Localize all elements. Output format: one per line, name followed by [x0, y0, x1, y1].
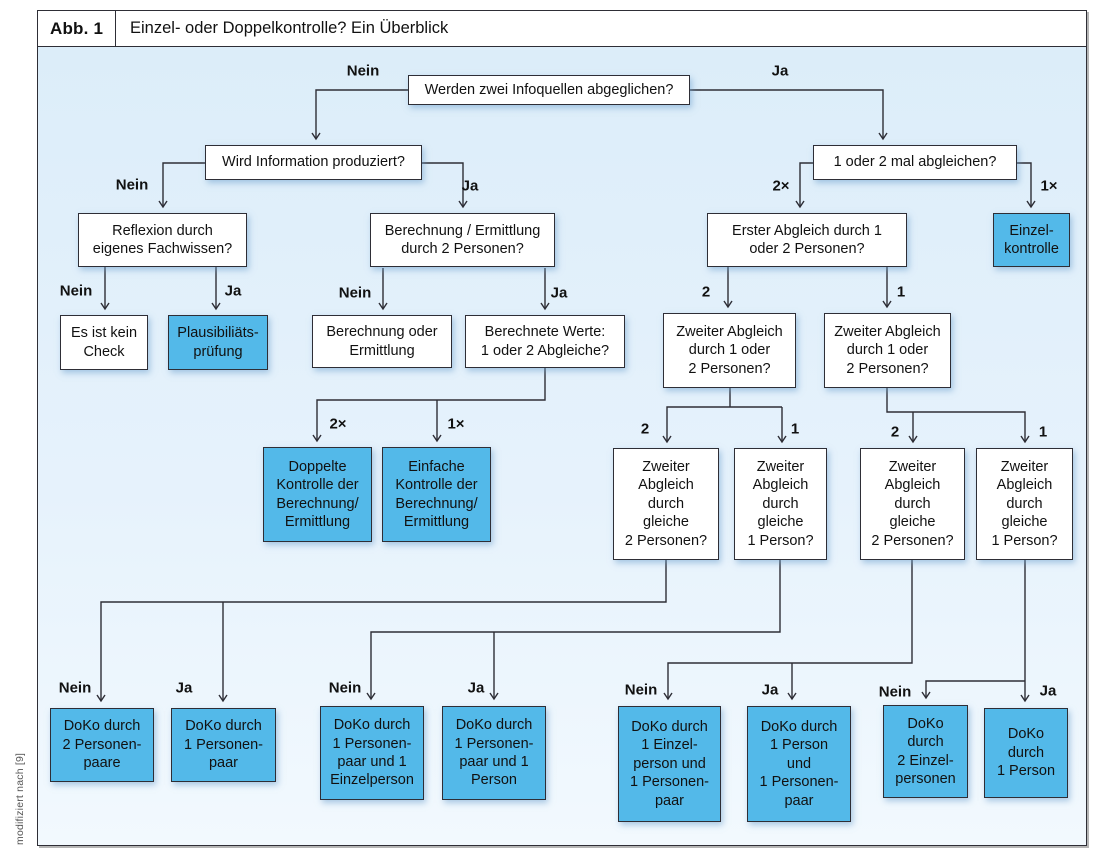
edge-label-1x: 1×	[447, 415, 465, 433]
edge-label-2x: 2×	[772, 177, 790, 195]
node-doko-2-einzelpersonen: DoKo durch 2 Einzel- personen	[883, 705, 968, 798]
edge-label-nein: Nein	[58, 679, 92, 697]
node-gleiche-2-personen-frage-links: Zweiter Abgleich durch gleiche 2 Persone…	[613, 448, 719, 560]
edge-label-nein: Nein	[338, 284, 372, 302]
node-doko-paar-und-einzelperson: DoKo durch 1 Personen- paar und 1 Einzel…	[320, 706, 424, 800]
node-doppelte-kontrolle: Doppelte Kontrolle der Berechnung/ Ermit…	[263, 447, 372, 542]
figure-title: Einzel- oder Doppelkontrolle? Ein Überbl…	[130, 19, 449, 37]
edge-label-ja: Ja	[761, 681, 779, 699]
node-doko-1-personenpaar: DoKo durch 1 Personen- paar	[171, 708, 276, 782]
edge-label-nein: Nein	[346, 62, 380, 80]
edge-label-nein: Nein	[59, 282, 93, 300]
figure-label: Abb. 1	[38, 11, 116, 46]
edge-label-1: 1	[896, 283, 906, 301]
node-doko-1-person: DoKo durch 1 Person	[984, 708, 1068, 798]
edge-label-nein: Nein	[878, 683, 912, 701]
node-erster-abgleich-frage: Erster Abgleich durch 1 oder 2 Personen?	[707, 213, 907, 267]
edge-label-1: 1	[1038, 423, 1048, 441]
node-1-oder-2-mal-abgleichen-frage: 1 oder 2 mal abgleichen?	[813, 145, 1017, 180]
node-infoquellen-frage: Werden zwei Infoquellen abgeglichen?	[408, 75, 690, 105]
edge-label-2: 2	[640, 420, 650, 438]
edge-label-nein: Nein	[115, 176, 149, 194]
node-zweiter-abgleich-frage-links: Zweiter Abgleich durch 1 oder 2 Personen…	[663, 313, 796, 388]
edge-label-nein: Nein	[624, 681, 658, 699]
edge-label-ja: Ja	[224, 282, 242, 300]
node-plausibilitaetspruefung: Plausibiliäts- prüfung	[168, 315, 268, 370]
node-gleiche-1-person-frage-links: Zweiter Abgleich durch gleiche 1 Person?	[734, 448, 827, 560]
edge-label-ja: Ja	[771, 62, 789, 80]
edge-label-nein: Nein	[328, 679, 362, 697]
edge-label-1x: 1×	[1040, 177, 1058, 195]
node-berechnung-ermittlung-frage: Berechnung / Ermittlung durch 2 Personen…	[370, 213, 555, 267]
node-berechnung-oder-ermittlung: Berechnung oder Ermittlung	[312, 315, 452, 368]
edge-label-ja: Ja	[550, 284, 568, 302]
edge-label-2x: 2×	[329, 415, 347, 433]
node-einfache-kontrolle: Einfache Kontrolle der Berechnung/ Ermit…	[382, 447, 491, 542]
node-information-produziert-frage: Wird Information produziert?	[205, 145, 422, 180]
edge-label-ja: Ja	[461, 177, 479, 195]
node-gleiche-2-personen-frage-rechts: Zweiter Abgleich durch gleiche 2 Persone…	[860, 448, 965, 560]
edge-label-ja: Ja	[467, 679, 485, 697]
node-doko-paar-und-person: DoKo durch 1 Personen- paar und 1 Person	[442, 706, 546, 800]
source-credit: modifiziert nach [9]	[14, 752, 26, 845]
node-reflexion-fachwissen-frage: Reflexion durch eigenes Fachwissen?	[78, 213, 247, 267]
node-doko-2-personenpaare: DoKo durch 2 Personen- paare	[50, 708, 154, 782]
edge-label-ja: Ja	[1039, 682, 1057, 700]
edge-label-ja: Ja	[175, 679, 193, 697]
figure-header: Abb. 1 Einzel- oder Doppelkontrolle? Ein…	[38, 11, 1086, 47]
edge-label-2: 2	[701, 283, 711, 301]
edge-label-2: 2	[890, 423, 900, 441]
node-zweiter-abgleich-frage-rechts: Zweiter Abgleich durch 1 oder 2 Personen…	[824, 313, 951, 388]
node-gleiche-1-person-frage-rechts: Zweiter Abgleich durch gleiche 1 Person?	[976, 448, 1073, 560]
edge-label-1: 1	[790, 420, 800, 438]
node-kein-check: Es ist kein Check	[60, 315, 148, 370]
node-doko-einzelperson-und-paar: DoKo durch 1 Einzel- person und 1 Person…	[618, 706, 721, 822]
node-berechnete-werte-frage: Berechnete Werte: 1 oder 2 Abgleiche?	[465, 315, 625, 368]
node-einzelkontrolle: Einzel- kontrolle	[993, 213, 1070, 267]
node-doko-person-und-paar: DoKo durch 1 Person und 1 Personen- paar	[747, 706, 851, 822]
